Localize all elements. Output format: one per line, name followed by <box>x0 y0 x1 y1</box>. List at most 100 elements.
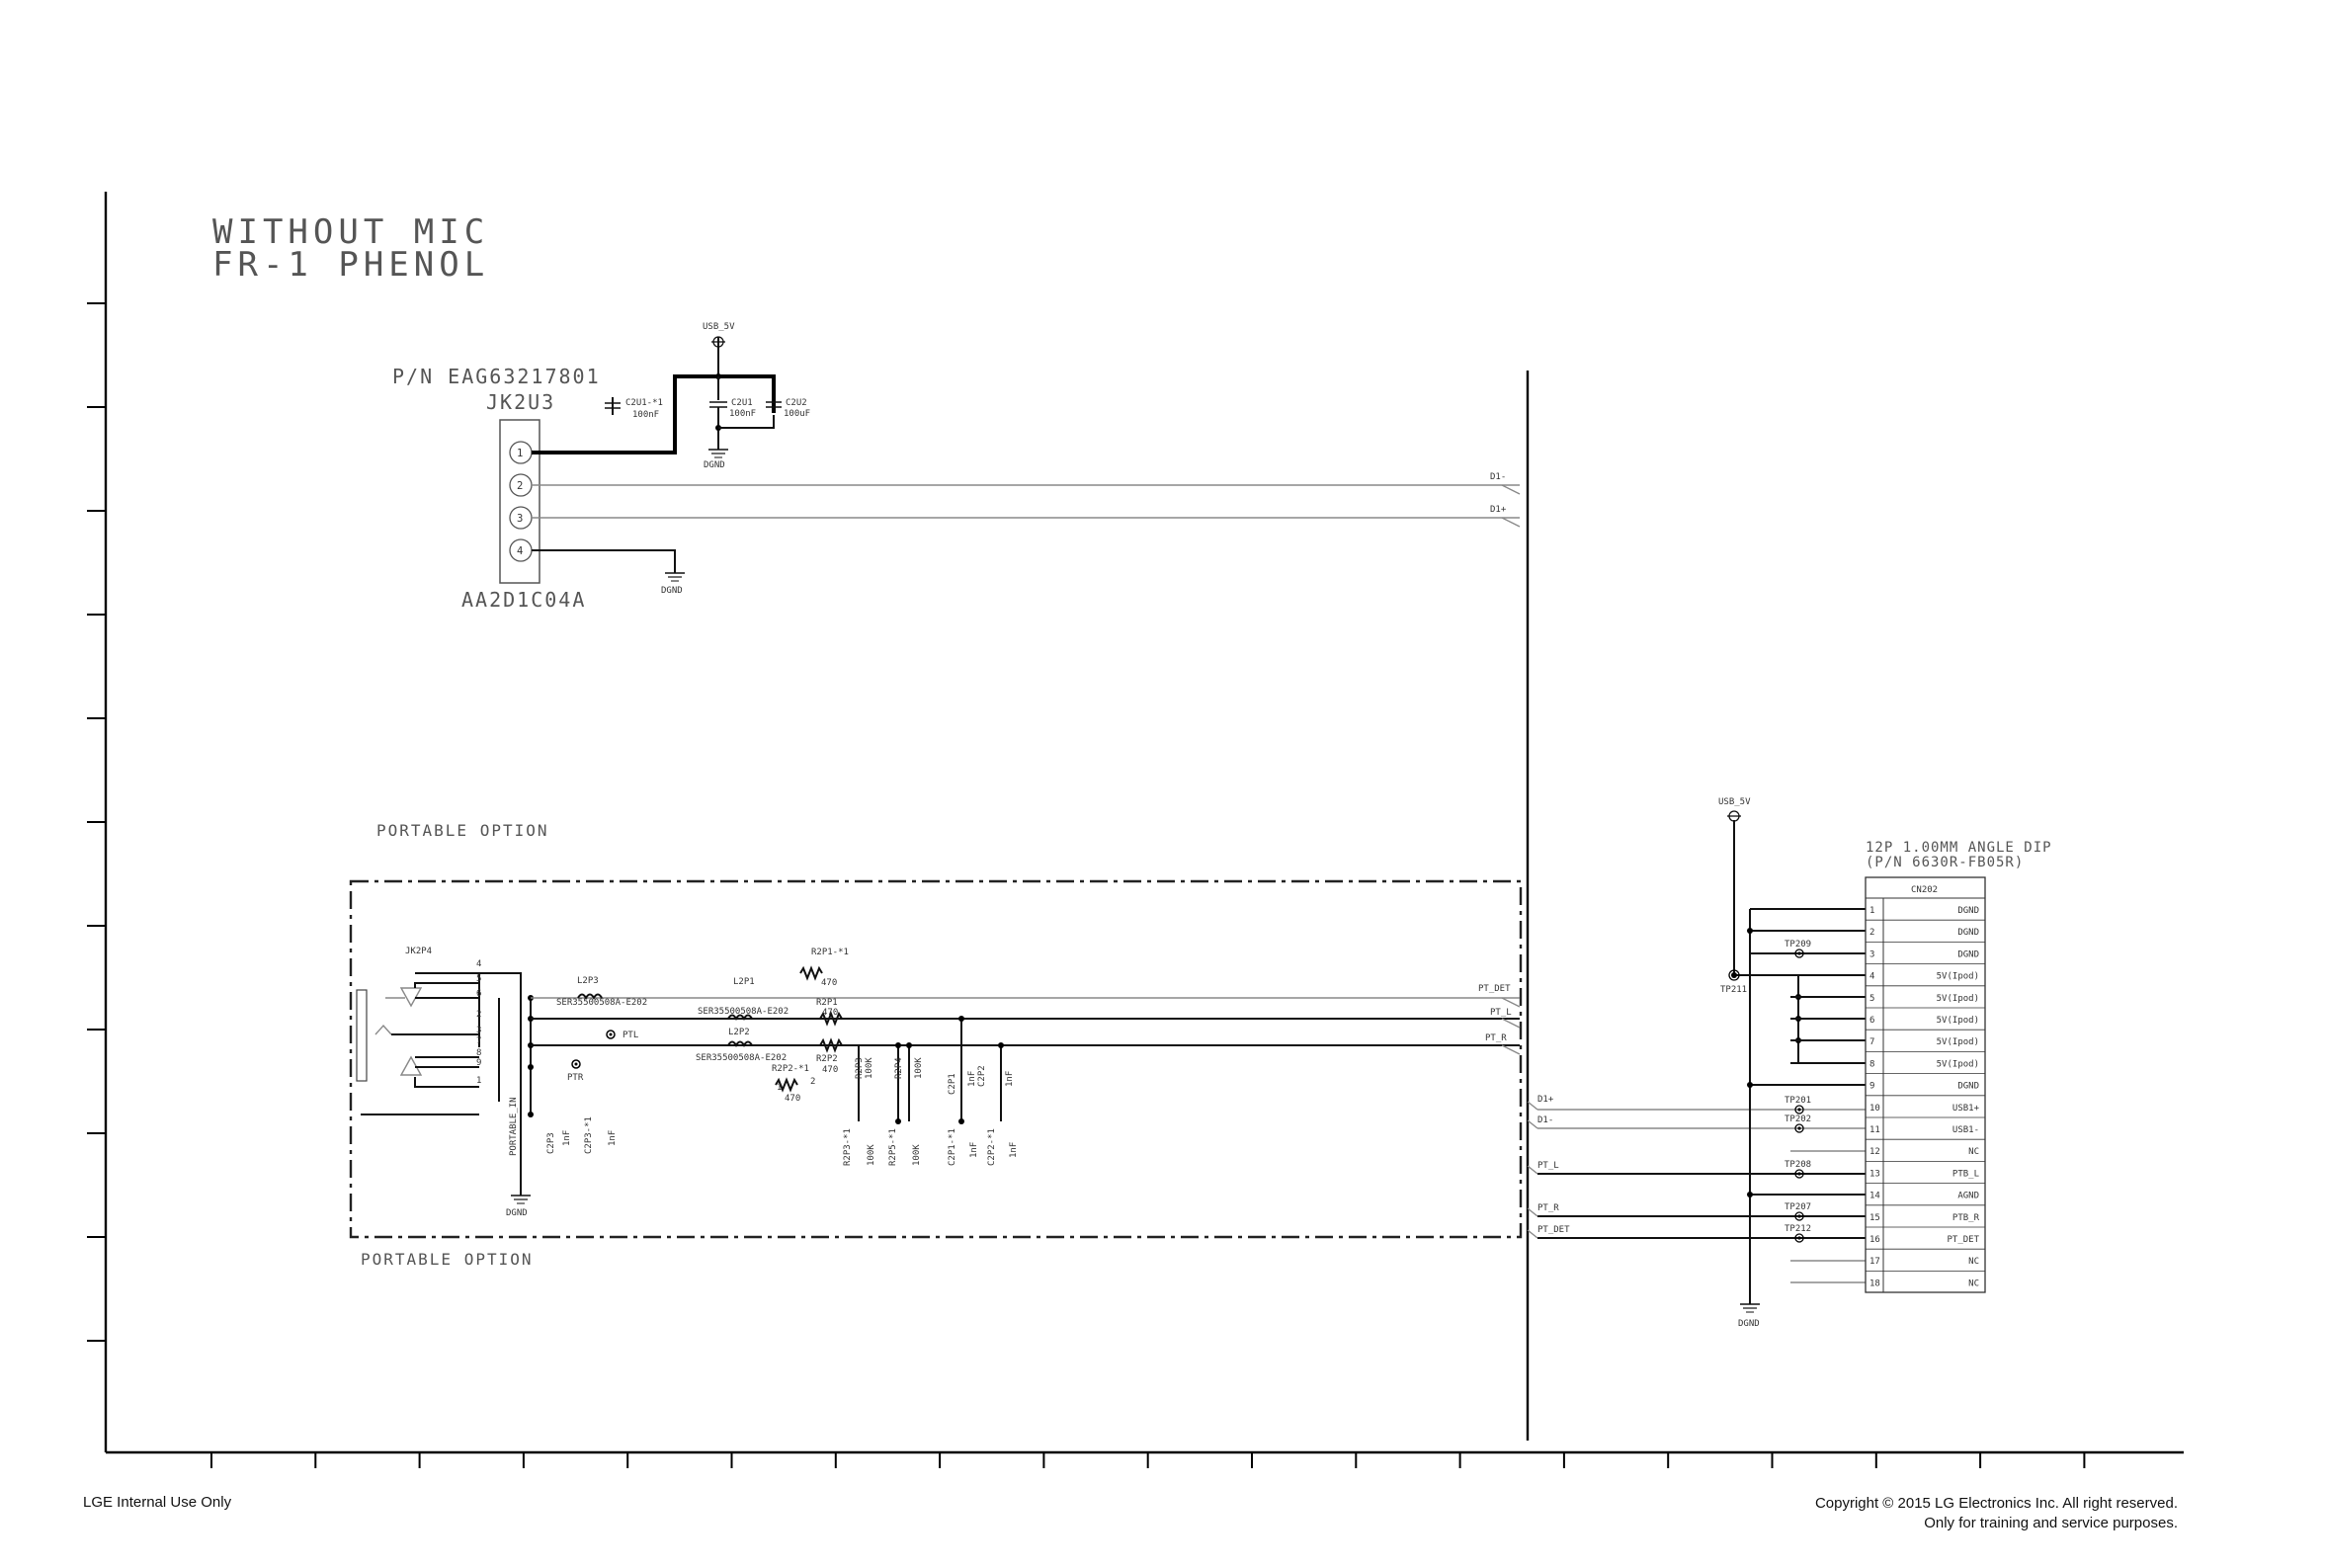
cap-c2p2-1-value: 1nF <box>1009 1142 1019 1158</box>
test-point-dot-5 <box>1797 1172 1801 1176</box>
jack-part-label: AA2D1C04A <box>461 588 586 612</box>
connector-pin-number: 4 <box>1869 972 1874 982</box>
usb-jack: 1 2 3 4 <box>499 419 540 584</box>
resistor-r2p1-1-ref: R2P1-*1 <box>811 948 849 957</box>
jack-pin-label-1: 4 <box>476 959 481 969</box>
connector-pin-name: DGND <box>1957 906 1979 916</box>
cap-c2p3-1-value: 1nF <box>608 1130 618 1146</box>
jack-pin-label-4: 2 <box>476 1010 481 1020</box>
test-point-label-5: TP208 <box>1785 1160 1811 1170</box>
test-point-label-3: TP201 <box>1785 1096 1811 1106</box>
resistor-r2p1-ref: R2P1 <box>816 998 838 1008</box>
usb-pin-1: 1 <box>517 448 523 459</box>
inductor-l2p1-ref: L2P1 <box>733 977 755 987</box>
resistor-r2p3-1-ref: R2P3-*1 <box>843 1128 853 1166</box>
connector-pin-name: PTB_L <box>1952 1169 1979 1179</box>
test-point-label-2: TP211 <box>1720 985 1747 995</box>
connector-pin-name: USB1- <box>1952 1125 1979 1135</box>
connector-pin-name: NC <box>1968 1279 1979 1288</box>
portable-option-boundary <box>349 879 1523 1239</box>
usb-pin-4: 4 <box>517 545 523 557</box>
connector-ref: CN202 <box>1911 885 1938 895</box>
connector-power-label: USB_5V <box>1718 797 1751 807</box>
test-point-dot-6 <box>1797 1214 1801 1218</box>
resistor-r2p2-1-value: 470 <box>785 1094 800 1104</box>
test-point-dot-4 <box>1797 1126 1801 1130</box>
test-point-label-7: TP212 <box>1785 1224 1811 1234</box>
cap-c2p1-1-value: 1nF <box>969 1142 979 1158</box>
resistor-pin-1-label: 1 <box>777 1083 782 1093</box>
inductor-l2p1-part: SER35500508A-E202 <box>698 1007 789 1017</box>
connector-pin-number: 12 <box>1869 1147 1880 1157</box>
cap-c2p2-1-ref: C2P2-*1 <box>987 1128 997 1166</box>
cap-c2p3-1-ref: C2P3-*1 <box>584 1116 594 1154</box>
inductor-l2p2-ref: L2P2 <box>728 1028 750 1037</box>
cap-c2p1-ref: C2P1 <box>948 1073 957 1095</box>
net-label-pt-det-right: PT_DET <box>1537 1225 1570 1235</box>
test-point-ptr: PTR <box>567 1073 584 1083</box>
test-point-label-4: TP202 <box>1785 1114 1811 1124</box>
cap-c2p2-ref: C2P2 <box>977 1065 987 1087</box>
connector-pin-name: PT_DET <box>1947 1235 1979 1245</box>
connector-cn202: 12P 1.00MM ANGLE DIP (P/N 6630R-FB05R) C… <box>1865 840 2052 1293</box>
connector-pin-name: NC <box>1968 1257 1979 1267</box>
portable-option-label-top: PORTABLE OPTION <box>376 821 549 840</box>
connector-title-line-1: 12P 1.00MM ANGLE DIP <box>1866 840 2052 856</box>
jack-pin-label-9: 1 <box>476 1076 481 1086</box>
jack-pin-label-8: 9 <box>476 1058 481 1068</box>
portable-option-label-bottom: PORTABLE OPTION <box>361 1250 534 1269</box>
net-label-pt-det-left: PT_DET <box>1478 984 1511 994</box>
usb-ground-label-1: DGND <box>704 460 725 470</box>
test-point-label-6: TP207 <box>1785 1202 1811 1212</box>
net-label-pt-r-right: PT_R <box>1537 1203 1559 1213</box>
net-label-d-plus-right: D1+ <box>1537 1095 1554 1105</box>
connector-pin-name: PTB_R <box>1952 1213 1980 1223</box>
inductor-l2p3-part: SER35500508A-E202 <box>556 998 647 1008</box>
connector-pin-number: 2 <box>1869 928 1874 938</box>
net-label-pt-l-left: PT_L <box>1490 1008 1512 1018</box>
cap-c2u1-ref: C2U1 <box>731 398 753 408</box>
resistor-r2p4-ref: R2P4 <box>894 1057 904 1079</box>
net-label-pt-r-left: PT_R <box>1485 1033 1507 1043</box>
resistor-r2p3-ref: R2P3 <box>855 1057 865 1079</box>
usb-pin-2: 2 <box>517 480 523 492</box>
jack-ref-label: JK2U3 <box>486 390 555 414</box>
test-point-mark-5 <box>1794 1169 1804 1179</box>
test-point-dot-1 <box>1797 951 1801 955</box>
connector-pin-number: 17 <box>1869 1257 1880 1267</box>
jack-pin-label-7: 8 <box>476 1048 481 1058</box>
test-point-ptl: PTL <box>623 1031 638 1040</box>
usb-ground-label-2: DGND <box>661 586 683 596</box>
test-point-dot-3 <box>1797 1108 1801 1112</box>
test-point-label-1: TP209 <box>1785 940 1811 949</box>
title-line-1: WITHOUT MIC <box>212 212 489 252</box>
net-label-pt-l-right: PT_L <box>1537 1161 1559 1171</box>
test-point-mark-7 <box>1794 1233 1804 1243</box>
resistor-r2p1-value: 470 <box>822 1008 838 1018</box>
connector-pin-number: 15 <box>1869 1213 1880 1223</box>
test-point-mark-3 <box>1794 1105 1804 1114</box>
cap-c2u2-value: 100uF <box>784 409 810 419</box>
resistor-r2p2-value: 470 <box>822 1065 838 1075</box>
connector-pin-number: 10 <box>1869 1104 1880 1114</box>
connector-pin-number: 1 <box>1869 906 1874 916</box>
connector-pin-name: 5V(Ipod) <box>1937 1016 1979 1026</box>
inductor-l2p3-ref: L2P3 <box>577 976 599 986</box>
sheet-frame <box>87 192 2184 1468</box>
connector-pin-number: 13 <box>1869 1169 1880 1179</box>
connector-pin-name: NC <box>1968 1147 1979 1157</box>
net-label-d-minus-right: D1- <box>1537 1115 1553 1125</box>
connector-ground-label: DGND <box>1738 1319 1760 1329</box>
resistor-r2p5-1-value: 100K <box>912 1144 922 1166</box>
part-number-label: P/N EAG63217801 <box>392 365 601 388</box>
connector-pin-name: AGND <box>1957 1192 1979 1201</box>
test-point-mark-1 <box>1794 949 1804 958</box>
jack-pin-label-6: 7 <box>476 1036 481 1046</box>
resistor-r2p3-1-value: 100K <box>867 1144 876 1166</box>
resistor-r2p3-value: 100K <box>865 1057 874 1079</box>
usb-power-circuit: USB_5V DGND C2U1-*1 100nF C2U1 100nF C2U… <box>532 322 1521 596</box>
connector-pin-number: 16 <box>1869 1235 1880 1245</box>
cap-c2p1-value: 1nF <box>967 1071 977 1087</box>
connector-pin-number: 8 <box>1869 1059 1874 1069</box>
